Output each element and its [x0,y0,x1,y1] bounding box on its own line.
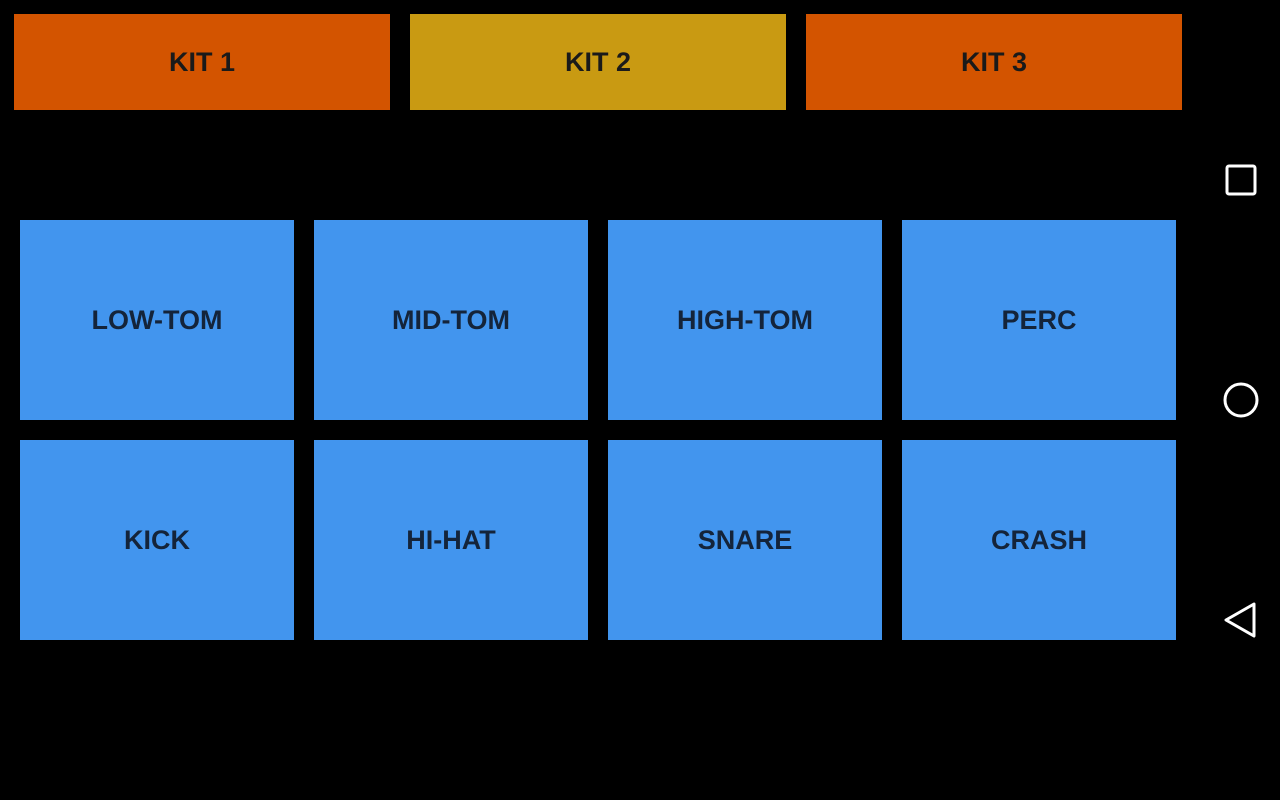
pad-label: HI-HAT [406,524,496,555]
pad-label: MID-TOM [392,304,510,335]
pad-label: HIGH-TOM [677,304,813,335]
navigation-bar [1192,0,1280,800]
kit-3-button[interactable]: KIT 3 [806,14,1182,110]
kit-3-label: KIT 3 [960,46,1027,77]
kit-1-button[interactable]: KIT 1 [14,14,390,110]
pad-perc[interactable]: PERC [902,220,1176,420]
pad-label: LOW-TOM [91,304,223,335]
pad-label: PERC [1001,304,1077,335]
back-button[interactable] [1211,590,1271,650]
pad-low-tom[interactable]: LOW-TOM [20,220,294,420]
pad-crash[interactable]: CRASH [902,440,1176,640]
back-icon [1224,602,1256,638]
pad-label: CRASH [990,524,1087,555]
pad-label: SNARE [697,524,793,555]
pad-high-tom[interactable]: HIGH-TOM [608,220,882,420]
recents-button[interactable] [1211,150,1271,210]
pad-hi-hat[interactable]: HI-HAT [314,440,588,640]
pad-mid-tom[interactable]: MID-TOM [314,220,588,420]
recents-icon [1225,164,1257,196]
home-button[interactable] [1211,370,1271,430]
kit-2-button[interactable]: KIT 2 [410,14,786,110]
pad-snare[interactable]: SNARE [608,440,882,640]
pad-kick[interactable]: KICK [20,440,294,640]
kit-2-label: KIT 2 [564,46,631,77]
home-icon [1223,382,1259,418]
pad-label: KICK [124,524,190,555]
kit-1-label: KIT 1 [168,46,235,77]
